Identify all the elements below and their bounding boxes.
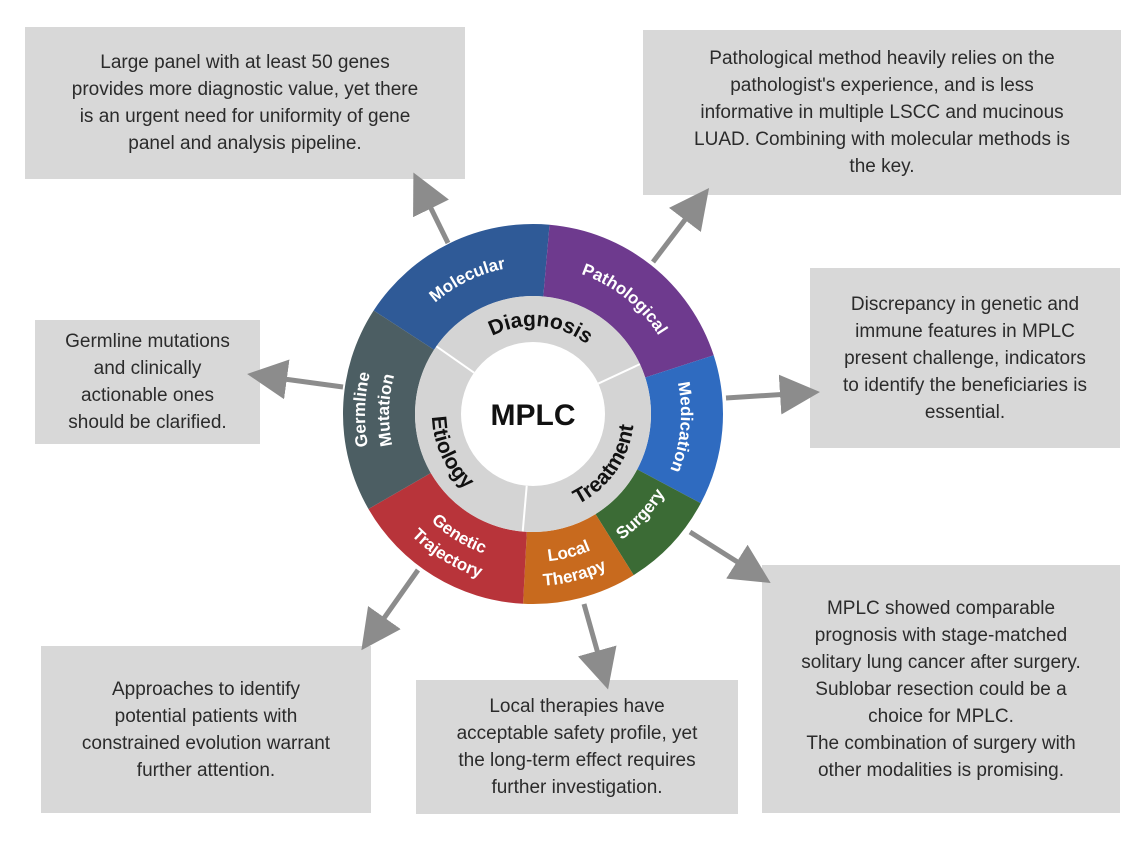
note-local-therapy: Local therapies have acceptable safety p… [416,680,738,814]
segment-local-therapy [523,514,634,604]
arrow-local-therapy [577,603,617,690]
segment-medication [637,355,723,504]
arrow-medication [725,374,820,415]
core-divider [597,363,641,385]
arrow-pathological [651,188,710,264]
arrow-genetic-trajectory [361,568,421,651]
segment-pathological [543,224,714,378]
note-medication: Discrepancy in genetic and immune featur… [810,268,1120,448]
arrow-surgery [688,529,771,584]
arrows-group [247,172,820,690]
segment-molecular [373,224,550,350]
core-divider [435,345,475,374]
note-genetic-trajectory: Approaches to identify potential patient… [41,646,371,813]
core-divider [521,485,528,532]
note-molecular: Large panel with at least 50 genes provi… [25,27,465,179]
arrow-germline [247,359,344,400]
segment-genetic-trajectory [368,473,527,604]
note-germline: Germline mutations and clinically action… [35,320,260,444]
segment-germline-mutation [343,310,435,509]
center-label: MPLC [491,399,576,432]
note-pathological: Pathological method heavily relies on th… [643,30,1121,195]
center-group: MPLC [461,342,605,486]
note-surgery: MPLC showed comparable prognosis with st… [762,565,1120,813]
segment-surgery [595,469,701,576]
center-circle [461,342,605,486]
arrow-molecular [413,172,451,245]
